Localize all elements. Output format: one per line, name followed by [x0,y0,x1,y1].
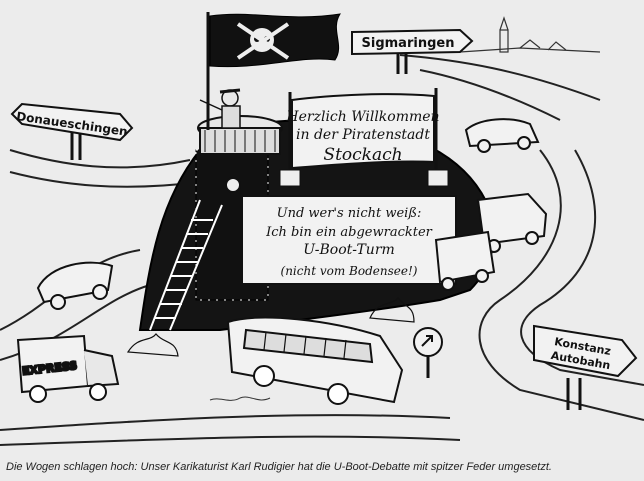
sign-sigmaringen-label: Sigmaringen [362,36,455,51]
car-icon [36,118,540,310]
artist-signature [209,396,271,401]
pirate-figure-icon [199,88,241,129]
figure-caption: Die Wogen schlagen hoch: Unser Karikatur… [6,461,552,473]
road-sign-konstanz: Konstanz Autobahn [533,324,638,410]
express-truck-icon: EXPRESS [16,334,120,403]
banner-line3: Stockach [323,145,402,165]
tower-sign-line1: Und wer's nicht weiß: [277,206,422,221]
cartoon-illustration: Herzlich Willkommen in der Piratenstadt … [0,12,644,446]
roads [0,54,644,446]
delivery-truck-icon [434,192,548,291]
bushes [126,297,415,357]
bus-icon [226,316,404,405]
banner-line1: Herzlich Willkommen [285,109,439,125]
tower-sign-line4: (nicht vom Bodensee!) [281,264,418,278]
skull-crossbones-flag-icon [206,12,342,130]
road-sign-sigmaringen: Sigmaringen [351,28,474,74]
distant-town [459,16,601,53]
tower-sign-line2: Ich bin ein abgewrackter [265,225,433,240]
welcome-banner: Herzlich Willkommen in der Piratenstadt … [279,88,449,188]
tower-sign-line3: U-Boot-Turm [303,242,395,258]
turn-sign-icon [413,327,443,378]
banner-line2: in der Piratenstadt [296,127,430,143]
staircase [149,199,223,331]
tower-sign: Und wer's nicht weiß: Ich bin ein abgewr… [241,195,457,285]
